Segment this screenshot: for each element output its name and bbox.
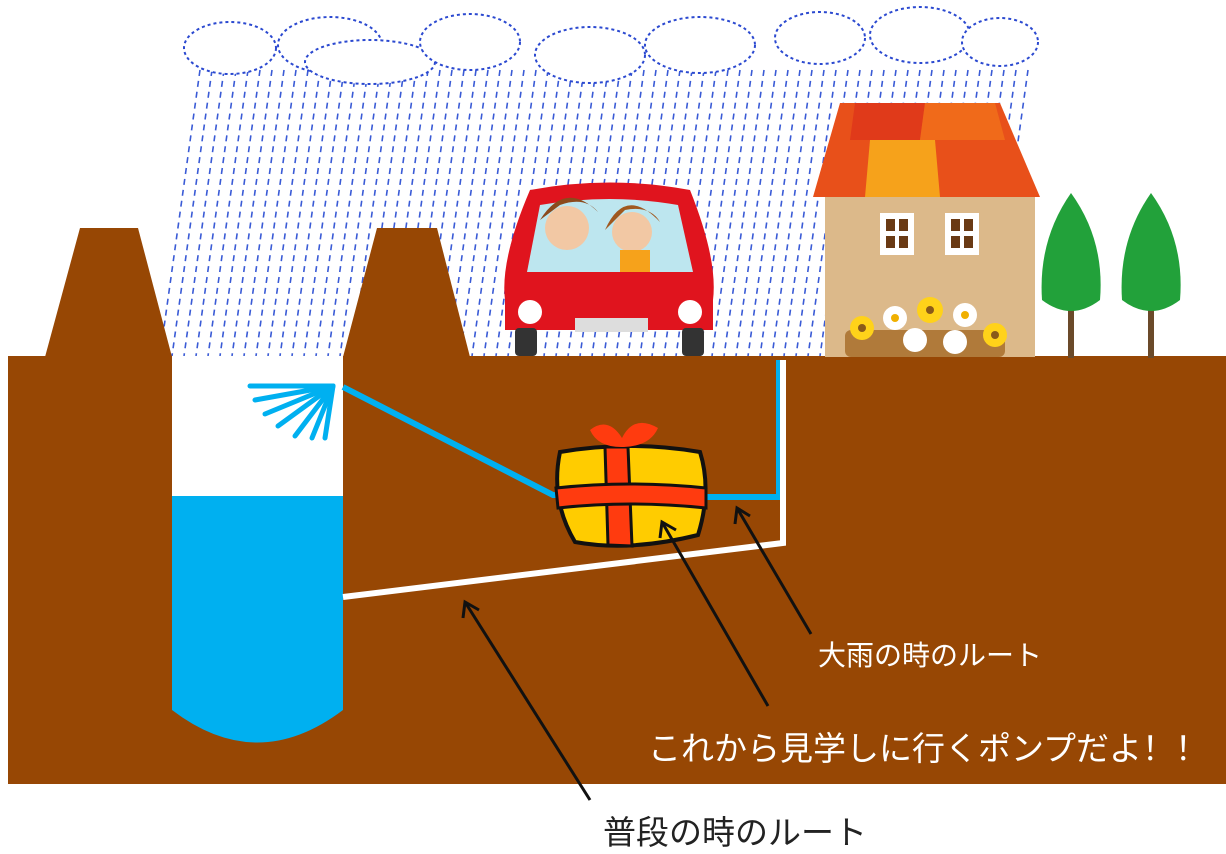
arrow-icons	[461, 505, 813, 801]
raindrop-streak	[267, 69, 309, 357]
cloud-icon	[183, 6, 1039, 85]
raindrop-streak	[435, 69, 477, 357]
raindrop-streak	[339, 69, 381, 357]
flower-icon	[845, 297, 1007, 357]
raindrop-streak	[735, 69, 777, 357]
raindrop-streak	[195, 69, 237, 357]
raindrop-streak	[471, 69, 513, 357]
raindrop-streak	[723, 69, 765, 357]
raindrop-streak	[159, 69, 201, 357]
raindrop-streak	[459, 69, 501, 357]
raindrop-streak	[447, 69, 489, 357]
raindrop-streak	[219, 69, 261, 357]
raindrop-streak	[423, 69, 465, 357]
raindrop-streak	[747, 69, 789, 357]
raindrop-streak	[387, 69, 429, 357]
raindrop-streak	[495, 69, 537, 357]
raindrop-streak	[351, 69, 393, 357]
raindrop-streak	[255, 69, 297, 357]
tree-icon	[1041, 193, 1181, 358]
raindrop-streak	[411, 69, 453, 357]
raindrop-streak	[483, 69, 525, 357]
raindrop-streak	[771, 69, 813, 357]
raindrop-streak	[783, 69, 825, 357]
raindrop-streak	[183, 69, 225, 357]
raindrop-streak	[363, 69, 405, 357]
raindrop-streak	[291, 69, 333, 357]
car-icon	[504, 182, 714, 356]
raindrop-streak	[711, 69, 753, 357]
raindrop-streak	[279, 69, 321, 357]
raindrop-streak	[759, 69, 801, 357]
normal-route-label: 普段の時のルート	[603, 813, 867, 852]
raindrop-streak	[327, 69, 369, 357]
river-channel	[172, 356, 343, 743]
raindrop-streak	[303, 69, 345, 357]
raindrop-streak	[399, 69, 441, 357]
raindrop-streak	[699, 69, 741, 357]
raindrop-streak	[375, 69, 417, 357]
normal-route-pipe	[342, 360, 786, 600]
raindrop-streak	[687, 69, 729, 357]
raindrop-streak	[171, 69, 213, 357]
raindrop-streak	[315, 69, 357, 357]
raindrop-streak	[207, 69, 249, 357]
raindrop-streak	[231, 69, 273, 357]
raindrop-streak	[795, 69, 837, 357]
heavy-rain-route-label: 大雨の時のルート	[818, 639, 1043, 672]
water-spray-icon	[247, 383, 336, 441]
pump-caption: これから見学しに行くポンプだよ！！	[648, 729, 1209, 768]
gift-box-pump-icon	[554, 422, 708, 548]
raindrop-streak	[243, 69, 285, 357]
